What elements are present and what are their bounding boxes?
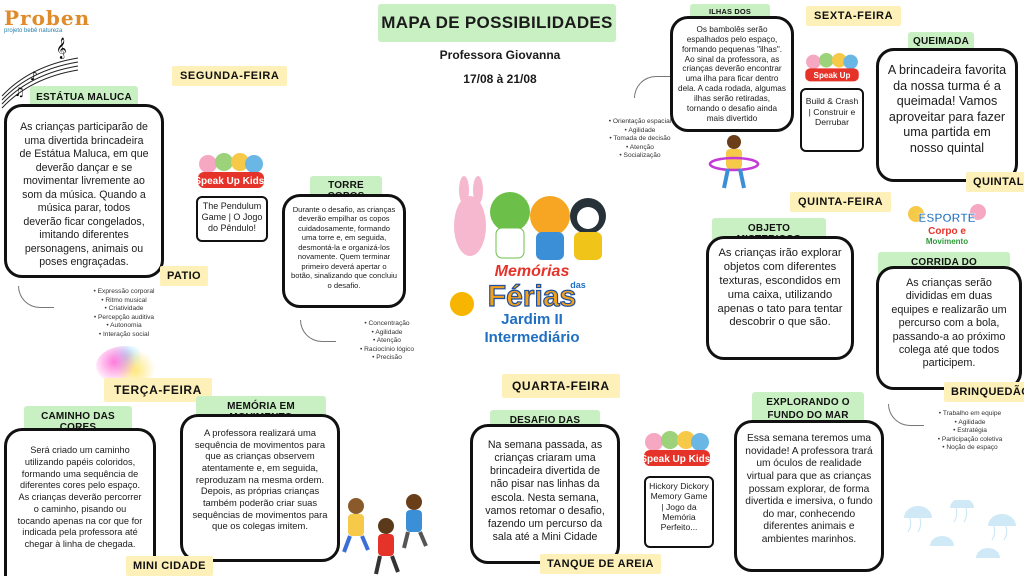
- activity-text-ilhas: Os bambolês serão espalhados pelo espaço…: [678, 25, 786, 123]
- activity-card-memoria: A professora realizará uma sequência de …: [180, 414, 340, 562]
- skills-list-torre: Concentração Agilidade Atenção Raciocíni…: [352, 320, 422, 363]
- activity-title-estatua: ESTÁTUA MALUCA: [30, 86, 138, 109]
- esporte-corpo-movimento-logo: ESPORTE Corpo e Movimento: [904, 200, 990, 248]
- activity-card-build: Build & Crash | Construir e Derrubar: [800, 88, 864, 152]
- skill-item: Noção de espaço: [928, 444, 1012, 453]
- skill-item: Estratégia: [928, 427, 1012, 436]
- place-patio: PATIO: [160, 266, 208, 286]
- day-label-sexta: SEXTA-FEIRA: [806, 6, 902, 26]
- place-brinquedao: BRINQUEDÃO: [944, 382, 1024, 402]
- skills-list-corrida: Trabalho em equipe Agilidade Estratégia …: [928, 410, 1012, 453]
- skill-item: Percepção auditiva: [74, 314, 174, 323]
- logo-line1: Memórias: [495, 263, 570, 280]
- speakup-line1: Speak Up: [814, 71, 851, 80]
- skill-item: Atenção: [352, 337, 422, 346]
- teacher-name: Professora Giovanna: [439, 48, 561, 62]
- svg-text:Speak Up Kids!: Speak Up Kids!: [194, 176, 267, 187]
- esporte-line1: ESPORTE: [918, 211, 975, 225]
- skill-item: Concentração: [352, 320, 422, 329]
- skill-item: Interação social: [74, 331, 174, 340]
- speakup-kids-logo: Speak Up Kids!: [194, 152, 268, 196]
- svg-text:Speak Up Kids!: Speak Up Kids!: [640, 454, 713, 465]
- esporte-line3: Movimento: [926, 237, 968, 246]
- skill-item: Agilidade: [600, 127, 680, 136]
- activity-title-queimada: QUEIMADA: [908, 32, 974, 51]
- activity-card-estatua: As crianças participarão de uma divertid…: [4, 104, 164, 278]
- skill-item: Participação coletiva: [928, 436, 1012, 445]
- activity-card-caminho: Será criado um caminho utilizando papéis…: [4, 428, 156, 576]
- activity-text-queimada: A brincadeira favorita da nossa turma é …: [887, 63, 1007, 156]
- speakup-kids-logo: Speak Up Kids!: [640, 430, 714, 474]
- skill-item: Socialização: [600, 152, 680, 161]
- activity-card-ilhas: Os bambolês serão espalhados pelo espaço…: [670, 16, 794, 132]
- skill-item: Criatividade: [74, 305, 174, 314]
- activity-card-desafio: Na semana passada, as crianças criaram u…: [470, 424, 620, 564]
- logo-line5: Intermediário: [484, 329, 579, 346]
- pendulum-text: The Pendulum Game | O Jogo do Pêndulo!: [201, 201, 263, 233]
- logo-subtitle: projeto bebê natureza: [4, 28, 63, 34]
- page-title: MAPA DE POSSIBILIDADES: [378, 4, 616, 42]
- activity-text-objeto: As crianças irão explorar objetos com di…: [717, 247, 843, 329]
- logo-line4: Jardim II: [501, 311, 563, 328]
- place-quintal: QUINTAL: [966, 172, 1024, 192]
- skill-item: Precisão: [352, 354, 422, 363]
- activity-card-objeto: As crianças irão explorar objetos com di…: [706, 236, 854, 360]
- connector-line: [634, 76, 670, 98]
- svg-text:♫: ♫: [14, 85, 25, 99]
- logo-line3: Férias: [488, 280, 576, 313]
- skill-item: Expressão corporal: [74, 288, 174, 297]
- music-notes-icon: 𝄞 ♪ ♫: [1, 38, 79, 109]
- activity-card-pendulum: The Pendulum Game | O Jogo do Pêndulo!: [196, 196, 268, 242]
- connector-line: [300, 320, 336, 342]
- skills-list-estatua: Expressão corporal Ritmo musical Criativ…: [74, 288, 174, 339]
- skills-list-ilhas: Orientação espacial Agilidade Tomada de …: [600, 118, 680, 161]
- skill-item: Atenção: [600, 144, 680, 153]
- day-label-quinta: QUINTA-FEIRA: [790, 192, 892, 212]
- skill-item: Trabalho em equipe: [928, 410, 1012, 419]
- kids-playing-illustration: [342, 494, 428, 575]
- hickory-text: Hickory Dickory Memory Game | Jogo da Me…: [649, 481, 709, 533]
- skill-item: Agilidade: [928, 419, 1012, 428]
- activity-text-desafio: Na semana passada, as crianças criaram u…: [485, 439, 605, 543]
- activity-card-hickory: Hickory Dickory Memory Game | Jogo da Me…: [644, 476, 714, 548]
- activity-text-torre: Durante o desafio, as crianças deverão e…: [291, 205, 397, 290]
- svg-text:♪: ♪: [30, 69, 38, 83]
- activity-card-queimada: A brincadeira favorita da nossa turma é …: [876, 48, 1018, 182]
- speakup-kids-logo: Speak Up: [802, 52, 862, 96]
- hula-hoop-girl-illustration: [708, 135, 760, 189]
- activity-card-torre: Durante o desafio, as crianças deverão e…: [282, 194, 406, 308]
- activity-text-memoria: A professora realizará uma sequência de …: [192, 427, 328, 532]
- day-label-quarta: QUARTA-FEIRA: [502, 374, 620, 398]
- day-label-terca: TERÇA-FEIRA: [104, 378, 212, 402]
- esporte-line2: Corpo e: [928, 226, 966, 237]
- skill-item: Autonomia: [74, 322, 174, 331]
- skill-item: Raciocínio lógico: [352, 346, 422, 355]
- place-tanque-areia: TANQUE DE AREIA: [540, 554, 661, 574]
- activity-card-fundo: Essa semana teremos uma novidade! A prof…: [734, 420, 884, 572]
- jellyfish-decoration: [904, 500, 1016, 558]
- svg-text:𝄞: 𝄞: [56, 38, 67, 59]
- activity-text-estatua: As crianças participarão de uma divertid…: [19, 121, 149, 269]
- logo-text: Proben: [4, 6, 91, 30]
- activity-text-corrida: As crianças serão divididas em duas equi…: [891, 277, 1007, 370]
- skill-item: Ritmo musical: [74, 297, 174, 306]
- skill-item: Orientação espacial: [600, 118, 680, 127]
- skill-item: Agilidade: [352, 329, 422, 338]
- day-label-segunda: SEGUNDA-FEIRA: [172, 66, 288, 86]
- build-text: Build & Crash | Construir e Derrubar: [805, 96, 859, 128]
- proben-logo: Proben projeto bebê natureza: [4, 6, 90, 34]
- date-range: 17/08 à 21/08: [463, 72, 537, 86]
- memorias-ferias-logo: Memórias das Férias Jardim II Intermediá…: [440, 176, 616, 354]
- activity-text-caminho: Será criado um caminho utilizando papéis…: [17, 445, 143, 550]
- skill-item: Tomada de decisão: [600, 135, 680, 144]
- place-mini-cidade: MINI CIDADE: [126, 556, 213, 576]
- connector-line: [888, 404, 924, 426]
- activity-card-corrida: As crianças serão divididas em duas equi…: [876, 266, 1022, 390]
- connector-line: [18, 286, 54, 308]
- logo-line2: das: [570, 280, 586, 290]
- activity-text-fundo: Essa semana teremos uma novidade! A prof…: [745, 433, 873, 546]
